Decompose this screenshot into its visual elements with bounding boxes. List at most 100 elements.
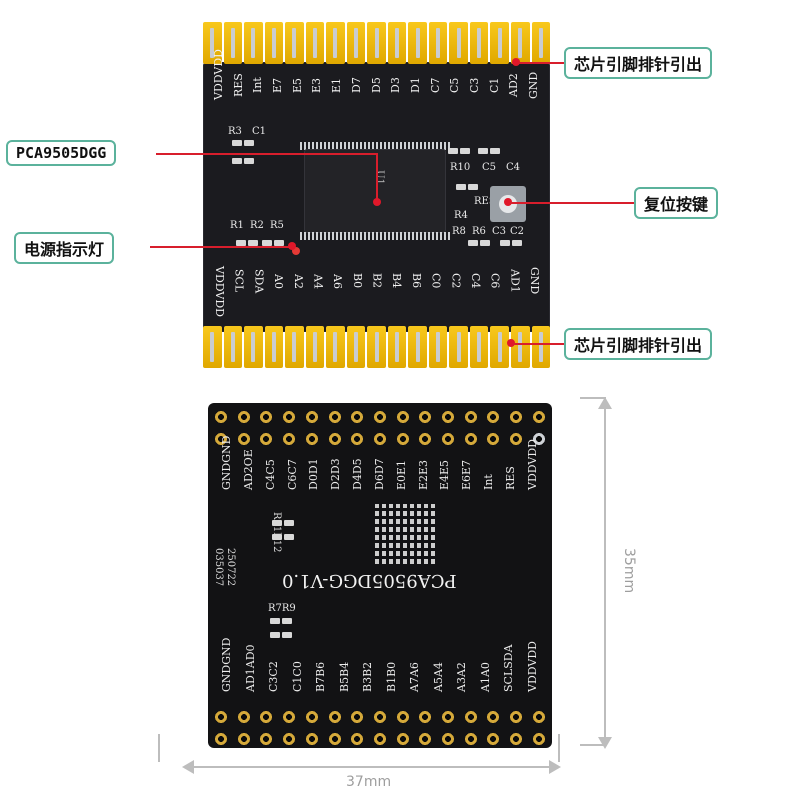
- smd-pad: [270, 632, 280, 638]
- pin-label: VDDVDD: [213, 266, 226, 317]
- bottom-pin-header: [203, 326, 551, 368]
- back-top-holes-row2: [214, 432, 546, 446]
- pin-label: D6D7: [372, 458, 386, 490]
- through-hole: [531, 410, 546, 424]
- through-hole: [531, 732, 546, 746]
- through-hole: [509, 432, 524, 446]
- through-hole: [214, 710, 228, 724]
- through-hole: [441, 710, 456, 724]
- through-hole: [350, 432, 365, 446]
- through-hole: [486, 710, 501, 724]
- header-pin: [223, 22, 243, 64]
- header-pin: [408, 326, 427, 368]
- callout-power-led: 电源指示灯: [14, 232, 115, 264]
- pin-label: D3: [389, 77, 403, 93]
- through-hole: [441, 732, 456, 746]
- arrow-down-icon: [598, 737, 612, 749]
- pin-label: SDA: [252, 268, 266, 294]
- through-hole: [214, 732, 228, 746]
- header-pin: [490, 22, 509, 64]
- pin-label: C0: [429, 273, 443, 289]
- component-label: C5: [482, 162, 497, 173]
- through-hole: [418, 732, 433, 746]
- top-pin-header: [203, 22, 551, 64]
- through-hole: [418, 432, 433, 446]
- through-hole: [327, 432, 342, 446]
- pin-label: C1: [487, 77, 501, 93]
- through-hole: [509, 732, 524, 746]
- pin-label: Int: [482, 474, 496, 490]
- through-hole: [259, 710, 274, 724]
- pin-label: A7A6: [408, 662, 422, 692]
- back-bottom-holes-row1: [214, 710, 546, 724]
- pin-label: E2E3: [416, 459, 430, 490]
- header-pin: [346, 326, 366, 368]
- leader-line: [518, 62, 564, 64]
- pin-label: C4C5: [263, 459, 277, 490]
- component-label: C3: [492, 226, 507, 237]
- header-pin: [531, 22, 551, 64]
- through-hole: [350, 410, 365, 424]
- header-pin: [449, 326, 468, 368]
- width-dimension-label: 37mm: [346, 774, 392, 790]
- component-label: R11R12: [271, 512, 282, 553]
- chip-pins-top: [300, 142, 450, 150]
- pin-label: D1: [408, 77, 422, 93]
- through-hole: [214, 410, 228, 424]
- through-hole: [327, 732, 342, 746]
- component-label: RES: [474, 196, 496, 207]
- smd-capacitor: [232, 158, 242, 164]
- header-pin: [244, 326, 263, 368]
- component-label: R8: [452, 226, 466, 237]
- dimension-tick: [558, 734, 560, 762]
- through-hole: [441, 410, 456, 424]
- header-pin: [264, 22, 284, 64]
- header-pin: [428, 326, 448, 368]
- through-hole: [486, 432, 501, 446]
- smd-pad: [272, 520, 282, 526]
- through-hole: [236, 410, 251, 424]
- pin-label: GND: [528, 267, 541, 295]
- component-label: R1: [230, 220, 244, 231]
- through-hole: [282, 710, 297, 724]
- pin-label: C1C0: [290, 661, 304, 692]
- header-pin: [264, 326, 284, 368]
- arrow-up-icon: [598, 397, 612, 409]
- pin-label: B0: [350, 273, 364, 289]
- pin-label: D4D5: [351, 458, 365, 490]
- qr-code-pattern: [375, 504, 435, 564]
- through-hole: [418, 710, 433, 724]
- pin-label: SCL: [232, 269, 246, 293]
- leader-line: [513, 343, 564, 345]
- pin-label: A4: [311, 273, 325, 289]
- through-hole: [509, 410, 524, 424]
- pin-label: A1A0: [478, 662, 492, 692]
- header-pin: [285, 326, 304, 368]
- pin-label: GNDGND: [220, 637, 233, 692]
- header-pin: [346, 22, 366, 64]
- pin-label: GND: [527, 71, 540, 99]
- header-pin: [490, 326, 509, 368]
- power-led: [292, 247, 300, 255]
- pin-label: E5: [290, 77, 304, 93]
- header-pin: [469, 22, 489, 64]
- header-pin: [305, 22, 325, 64]
- pin-label: B1B0: [384, 661, 398, 692]
- back-bottom-holes-row2: [214, 732, 546, 746]
- arrow-left-icon: [182, 760, 194, 774]
- chip-pins-bottom: [300, 232, 450, 240]
- pin-label: AD1: [508, 269, 522, 293]
- back-pcb-board: [208, 403, 552, 748]
- smd-pad: [270, 618, 280, 624]
- smd-pad: [272, 534, 282, 540]
- dimension-tick: [158, 734, 160, 762]
- leader-line: [156, 153, 378, 155]
- pin-label: E4E5: [438, 459, 452, 490]
- through-hole: [236, 432, 251, 446]
- leader-line: [510, 202, 634, 204]
- height-dimension-label: 35mm: [621, 548, 637, 594]
- callout-dot: [373, 198, 381, 206]
- width-dimension-line: [185, 766, 557, 768]
